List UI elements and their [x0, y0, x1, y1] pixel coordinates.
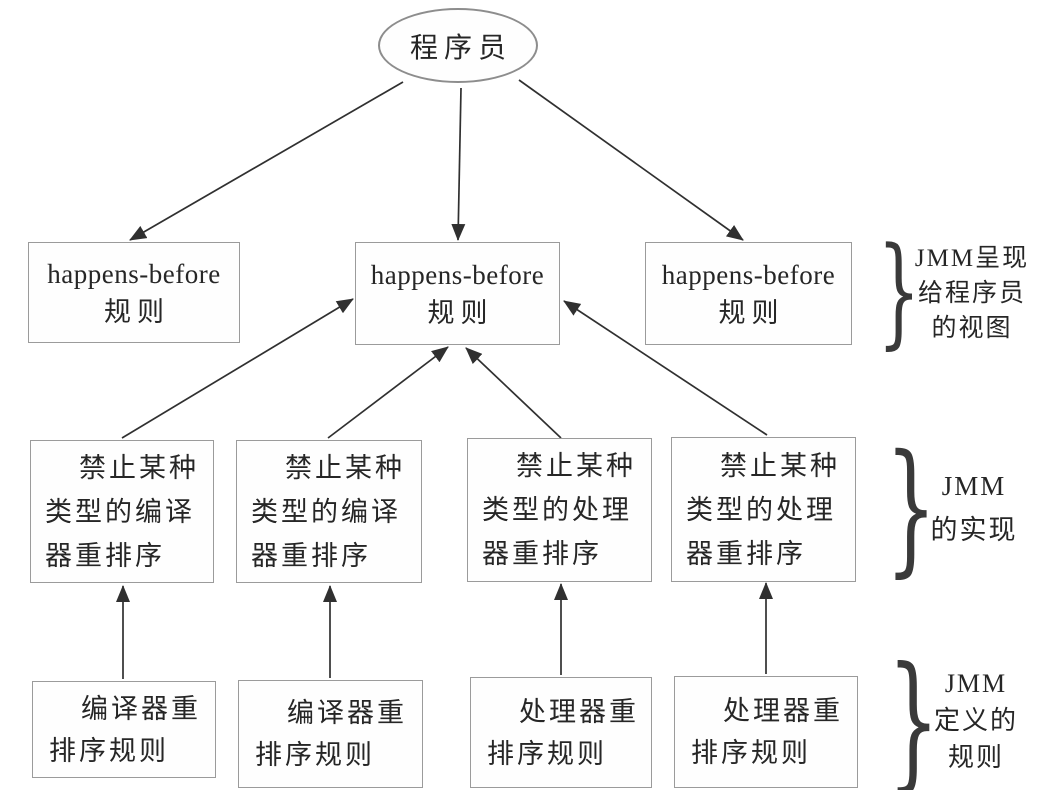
text-line: 处理器重 — [723, 696, 843, 726]
text-line: 排序规则 — [691, 738, 811, 768]
text-line: 定义的 — [933, 706, 1018, 735]
text-line: 规则 — [947, 743, 1004, 772]
text-line: 编译器重 — [287, 698, 407, 728]
text-line: JMM — [941, 471, 1007, 501]
node-rule-3: 处理器重排序规则 — [470, 677, 652, 788]
arrow-programmer-to-hb-left — [129, 81, 404, 241]
text-line: 排序规则 — [255, 740, 375, 770]
node-programmer: 程序员 — [378, 8, 538, 83]
text-line: 排序规则 — [49, 735, 169, 766]
text-line: 类型的处理 — [686, 494, 836, 525]
brace-icon: } — [887, 634, 940, 790]
text-line: 禁止某种 — [285, 452, 405, 483]
text-line: 禁止某种 — [79, 452, 199, 483]
text-line: 器重排序 — [482, 539, 602, 569]
text-line: 规则 — [718, 297, 785, 328]
text-line: happens-before — [370, 259, 545, 290]
text-line: JMM — [944, 669, 1008, 698]
text-line: 排序规则 — [487, 738, 607, 769]
node-rule-1: 编译器重排序规则 — [32, 681, 216, 778]
text-line: 禁止某种 — [720, 450, 840, 481]
annotation-programmer-view: } JMM呈现给程序员的视图 — [874, 232, 1036, 352]
node-impl-1: 禁止某种类型的编译器重排序 — [30, 440, 214, 583]
brace-icon: } — [885, 424, 937, 592]
arrow-programmer-to-hb-right — [518, 79, 744, 241]
node-impl-4: 禁止某种类型的处理器重排序 — [671, 437, 856, 582]
node-impl-2: 禁止某种类型的编译器重排序 — [236, 440, 422, 583]
annotation-text: JMM呈现给程序员的视图 — [908, 241, 1036, 346]
text-line: 器重排序 — [45, 540, 165, 571]
brace-icon: } — [877, 222, 921, 363]
text-line: 类型的编译 — [251, 496, 401, 527]
annotation-text: JMM 定义的规则 — [922, 665, 1030, 776]
text-line: 的视图 — [931, 314, 1013, 342]
programmer-label: 程序员 — [409, 32, 512, 64]
text-line: 给程序员 — [917, 279, 1026, 307]
text-line: 规则 — [427, 297, 494, 328]
text-line: 规则 — [104, 296, 170, 327]
node-impl-3: 禁止某种类型的处理器重排序 — [467, 438, 652, 582]
text-line: 的实现 — [930, 515, 1018, 545]
text-line: happens-before — [47, 258, 221, 289]
text-line: JMM呈现 — [914, 244, 1030, 272]
text-line: 类型的编译 — [45, 496, 195, 527]
arrow-impl-3-to-hb-center — [465, 347, 562, 439]
text-line: 编译器重 — [81, 693, 201, 724]
text-line: 类型的处理 — [482, 495, 632, 525]
text-line: happens-before — [661, 259, 836, 290]
text-line: 处理器重 — [519, 696, 639, 727]
text-line: 禁止某种 — [516, 451, 636, 481]
node-hb-right: happens-before 规则 — [645, 242, 852, 345]
node-hb-center: happens-before 规则 — [355, 242, 560, 345]
text-line: 器重排序 — [686, 538, 806, 569]
annotation-text: JMM 的实现 — [920, 464, 1028, 552]
node-rule-2: 编译器重排序规则 — [238, 680, 423, 788]
arrow-programmer-to-hb-center — [451, 87, 466, 241]
node-rule-4: 处理器重排序规则 — [674, 676, 858, 788]
text-line: 器重排序 — [251, 540, 371, 571]
arrow-impl-2-to-hb-center — [327, 346, 449, 439]
node-hb-left: happens-before 规则 — [28, 242, 240, 343]
